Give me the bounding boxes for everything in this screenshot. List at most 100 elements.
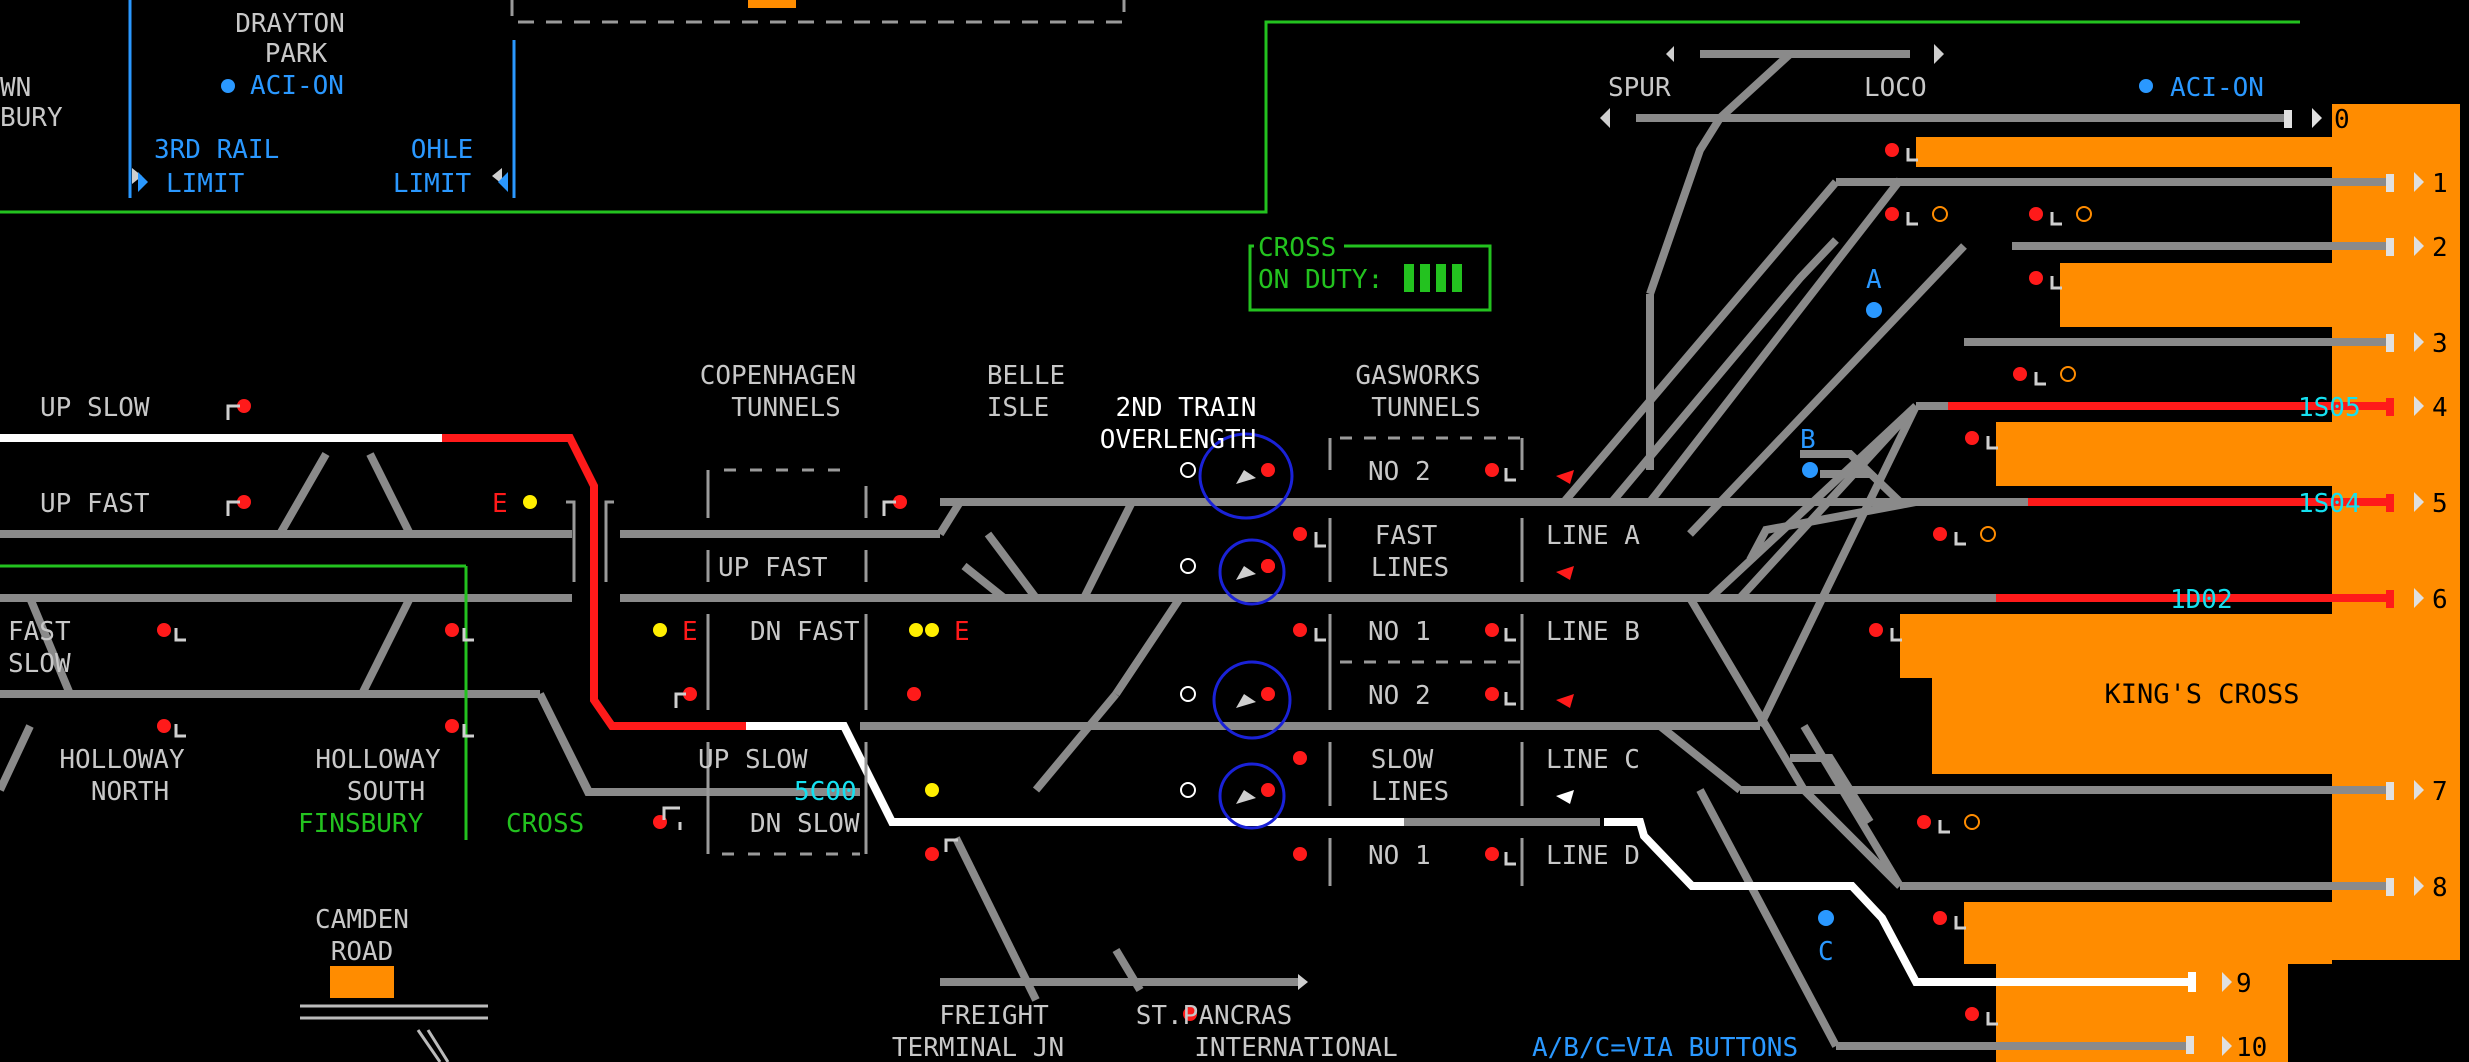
berth-1d02[interactable]: 1D02 [2170, 585, 2233, 615]
finsbury-cross-boundary [0, 564, 468, 840]
shunt-signals [1932, 206, 2092, 1022]
cross-label: CROSS [506, 809, 584, 839]
platform-buffers [2186, 110, 2394, 1054]
holloway-north-label-1: HOLLOWAY [59, 745, 185, 775]
fast-left-label: FAST [8, 617, 71, 647]
hand-drawn-annotations [1198, 432, 1294, 830]
camden-road-label-1: CAMDEN [315, 905, 409, 935]
belle-isle-label-2: ISLE [987, 393, 1050, 423]
no1-label-a: NO 1 [1368, 617, 1431, 647]
platform-numbers: 0 1 2 3 4 5 6 7 8 9 10 [2236, 105, 2448, 1062]
left-edge-label-2: BURY [0, 103, 63, 133]
signals [157, 143, 2043, 1021]
left-edge-label-1: WN [0, 73, 31, 103]
main-signal-heads [1236, 470, 1256, 804]
st-pancras-label-2: INTERNATIONAL [1194, 1033, 1398, 1062]
kings-cross-platform-blocks [1900, 104, 2460, 1062]
no1-label-b: NO 1 [1368, 841, 1431, 871]
tunnel-boundaries [566, 436, 1524, 886]
up-fast-mid-label: UP FAST [718, 553, 828, 583]
slow-left-label: SLOW [8, 649, 71, 679]
via-a-label: A [1866, 265, 1882, 295]
top-dashed-box [510, 0, 1126, 24]
fast-lines-label-1: FAST [1375, 521, 1438, 551]
up-slow-left-label: UP SLOW [40, 393, 150, 423]
camden-road-berth [330, 966, 394, 998]
belle-isle-label-1: BELLE [987, 361, 1065, 391]
platform-arrows [2222, 108, 2424, 1056]
dn-slow-mid-label: DN SLOW [750, 809, 860, 839]
blue-limit-arrows [138, 172, 508, 192]
copenhagen-label-1: COPENHAGEN [700, 361, 857, 391]
signal-posts [174, 148, 2062, 1026]
via-buttons-legend: A/B/C=VIA BUTTONS [1532, 1033, 1798, 1062]
overlength-indicators [1180, 462, 1196, 798]
berth-1s05[interactable]: 1S05 [2298, 393, 2361, 423]
copenhagen-label-2: TUNNELS [731, 393, 841, 423]
siding-arrows [132, 44, 1944, 990]
st-pancras-label-1: ST.PANCRAS [1136, 1001, 1293, 1031]
limit-dividers [128, 0, 516, 198]
platform-6: 6 [2432, 585, 2448, 615]
platform-2: 2 [2432, 233, 2448, 263]
e-marker-3: E [954, 617, 970, 647]
drayton-park-label-2: PARK [265, 39, 328, 69]
holloway-south-label-2: SOUTH [347, 777, 425, 807]
third-rail-limit-1: 3RD RAIL [154, 135, 279, 165]
occupied-track-sections [442, 402, 2390, 730]
drayton-park-panel-border [0, 20, 2300, 214]
finsbury-label: FINSBURY [298, 809, 424, 839]
fast-lines-label-2: LINES [1371, 553, 1449, 583]
ohle-limit-1: OHLE [411, 135, 474, 165]
second-train-label-2: OVERLENGTH [1100, 425, 1257, 455]
up-fast-left-label: UP FAST [40, 489, 150, 519]
freight-terminal-label-1: FREIGHT [939, 1001, 1049, 1031]
camden-road-label-2: ROAD [331, 937, 394, 967]
cross-on-duty-panel: CROSS ON DUTY: [1248, 233, 1492, 312]
cross-panel-title: CROSS [1258, 233, 1336, 263]
platform-0: 0 [2334, 105, 2350, 135]
via-b-label: B [1800, 425, 1816, 455]
gasworks-shunt-arrows [1556, 470, 1574, 804]
platform-5: 5 [2432, 489, 2448, 519]
on-duty-label: ON DUTY: [1258, 265, 1383, 295]
drayton-park-label-1: DRAYTON [235, 9, 345, 39]
on-duty-blocks [1404, 264, 1462, 292]
aci-on-right[interactable]: ACI-ON [2170, 73, 2264, 103]
platform-9: 9 [2236, 969, 2252, 999]
platform-7: 7 [2432, 777, 2448, 807]
slow-lines-label-2: LINES [1371, 777, 1449, 807]
gasworks-label-1: GASWORKS [1355, 361, 1480, 391]
e-marker-2: E [682, 617, 698, 647]
ohle-limit-2: LIMIT [393, 169, 472, 199]
platform-4: 4 [2432, 393, 2448, 423]
yellow-aspects [523, 495, 939, 797]
line-a-label: LINE A [1546, 521, 1640, 551]
dn-fast-mid-label: DN FAST [750, 617, 860, 647]
berth-1s04[interactable]: 1S04 [2298, 489, 2361, 519]
platform-10: 10 [2236, 1033, 2267, 1062]
spur-label: SPUR [1608, 73, 1671, 103]
kings-cross-label: KING'S CROSS [2104, 679, 2299, 710]
holloway-north-label-2: NORTH [91, 777, 169, 807]
third-rail-limit-2: LIMIT [166, 169, 245, 199]
aci-on-left[interactable]: ACI-ON [250, 71, 344, 101]
freight-terminal-label-2: TERMINAL JN [892, 1033, 1064, 1062]
line-c-label: LINE C [1546, 745, 1640, 775]
berth-5c00[interactable]: 5C00 [794, 777, 857, 807]
platform-8: 8 [2432, 873, 2448, 903]
loco-label: LOCO [1864, 73, 1927, 103]
gasworks-label-2: TUNNELS [1371, 393, 1481, 423]
e-marker-1: E [492, 489, 508, 519]
via-c-label: C [1818, 937, 1834, 967]
no2-label-b: NO 2 [1368, 681, 1431, 711]
holloway-south-label-1: HOLLOWAY [315, 745, 441, 775]
via-button-dots[interactable] [221, 79, 2153, 926]
top-occupied-marker [748, 0, 796, 8]
line-d-label: LINE D [1546, 841, 1640, 871]
second-train-label-1: 2ND TRAIN [1116, 393, 1257, 423]
platform-3: 3 [2432, 329, 2448, 359]
up-slow-mid-label: UP SLOW [698, 745, 808, 775]
route-set-sections [0, 434, 2196, 992]
